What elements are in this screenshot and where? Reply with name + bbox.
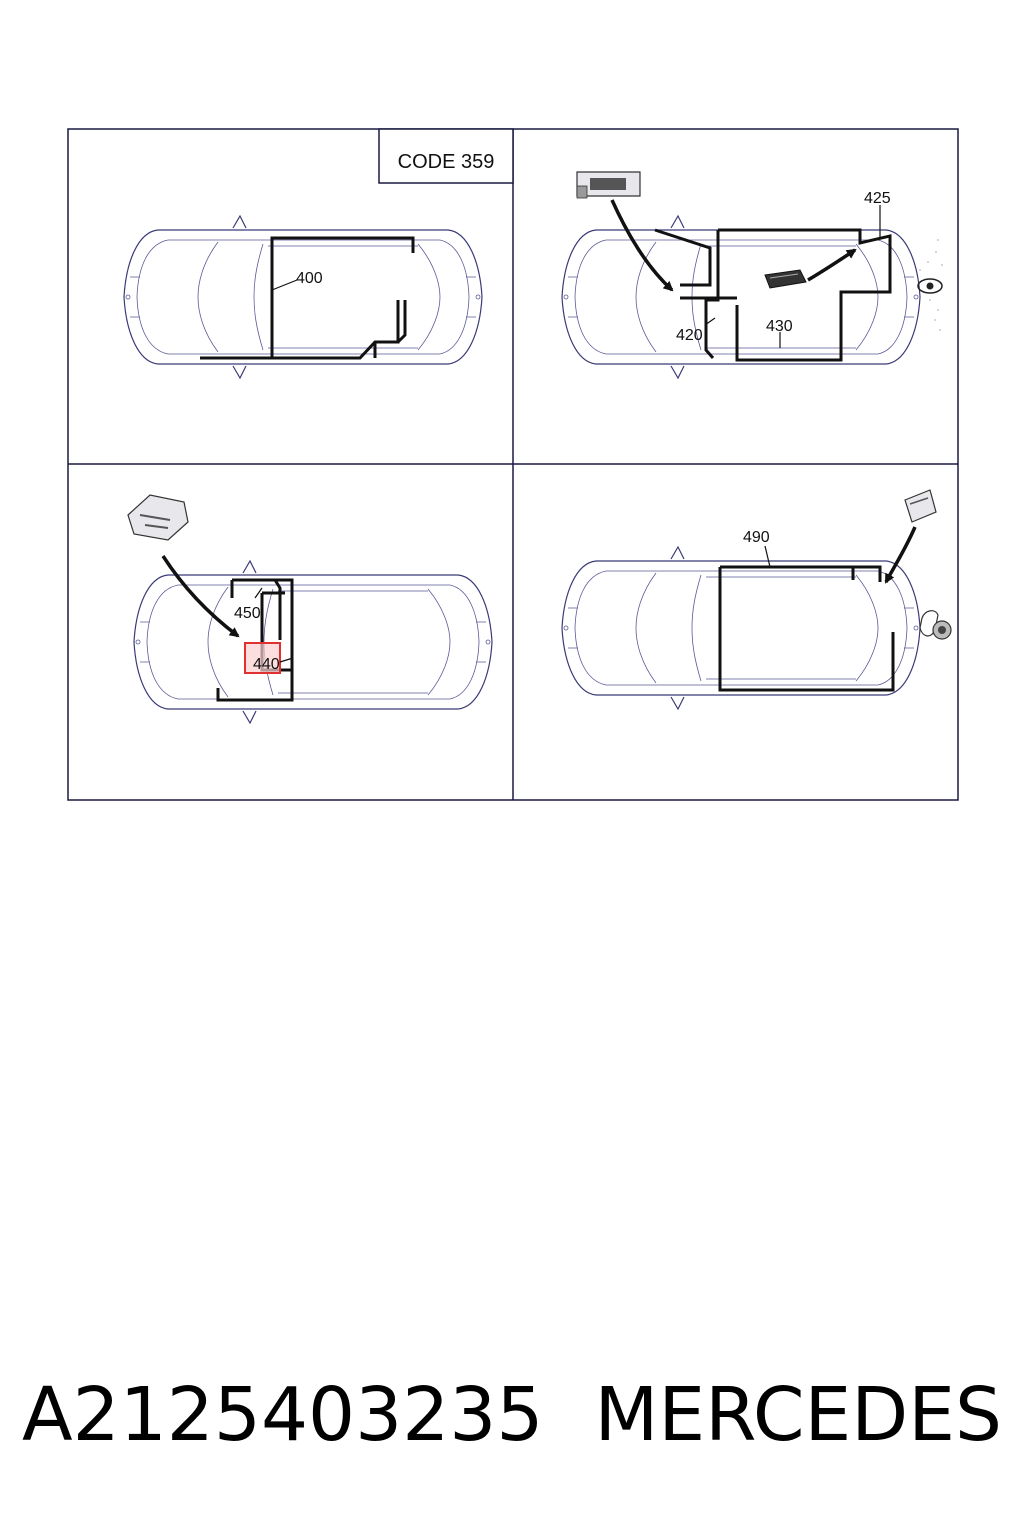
control-module-icon-2 xyxy=(127,494,189,541)
control-module-icon-3 xyxy=(904,489,937,523)
panel-top-left: 400 xyxy=(123,215,483,379)
label-425: 425 xyxy=(864,190,891,207)
part-number: A2125403235 xyxy=(22,1372,544,1458)
label-450: 450 xyxy=(234,605,261,622)
caption-bar: A2125403235 MERCEDES xyxy=(0,1372,1024,1458)
code-box xyxy=(378,128,514,184)
label-490: 490 xyxy=(743,529,770,546)
label-420: 420 xyxy=(676,327,703,344)
highlight-box-440 xyxy=(244,642,281,674)
code-label: CODE 359 xyxy=(398,151,495,173)
brand-name: MERCEDES xyxy=(594,1372,1002,1458)
control-module-icon xyxy=(576,171,641,199)
camera-icon xyxy=(919,610,952,640)
camera-view-icon xyxy=(917,239,943,331)
label-400: 400 xyxy=(296,270,323,287)
label-440: 440 xyxy=(253,656,280,673)
panel-top-right: 425 420 430 xyxy=(561,171,943,379)
panel-bottom-right: 490 xyxy=(561,489,952,710)
sensor-icon xyxy=(764,269,807,289)
panel-bottom-left: 450 440 xyxy=(127,494,493,724)
label-430: 430 xyxy=(766,318,793,335)
